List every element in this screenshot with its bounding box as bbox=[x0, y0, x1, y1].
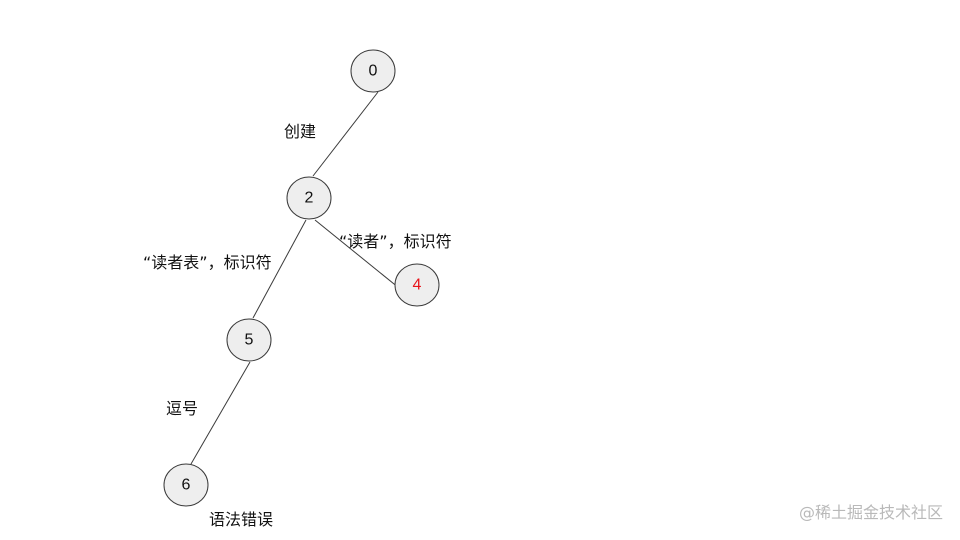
node-6-label: 6 bbox=[182, 477, 191, 494]
node-6: 6 bbox=[163, 463, 209, 507]
edge-label-0-2: 创建 bbox=[284, 122, 316, 141]
edge-5-6 bbox=[190, 361, 251, 465]
node-2-label: 2 bbox=[305, 190, 314, 207]
syntax-error-note: 语法错误 bbox=[209, 510, 273, 529]
edge-label-2-5: “读者表”，标识符 bbox=[143, 253, 272, 272]
edge-2-4 bbox=[314, 219, 400, 289]
node-2: 2 bbox=[286, 176, 332, 220]
node-4-label: 4 bbox=[413, 277, 422, 294]
edge-label-2-4: “读者”，标识符 bbox=[339, 232, 452, 251]
node-5-label: 5 bbox=[245, 332, 254, 349]
edge-2-5 bbox=[252, 219, 307, 319]
node-0-label: 0 bbox=[369, 63, 378, 80]
node-4: 4 bbox=[394, 263, 440, 307]
node-0: 0 bbox=[350, 49, 396, 93]
edge-label-5-6: 逗号 bbox=[166, 399, 198, 418]
node-5: 5 bbox=[226, 318, 272, 362]
watermark: @稀土掘金技术社区 bbox=[799, 503, 943, 522]
edge-0-2 bbox=[312, 91, 379, 177]
